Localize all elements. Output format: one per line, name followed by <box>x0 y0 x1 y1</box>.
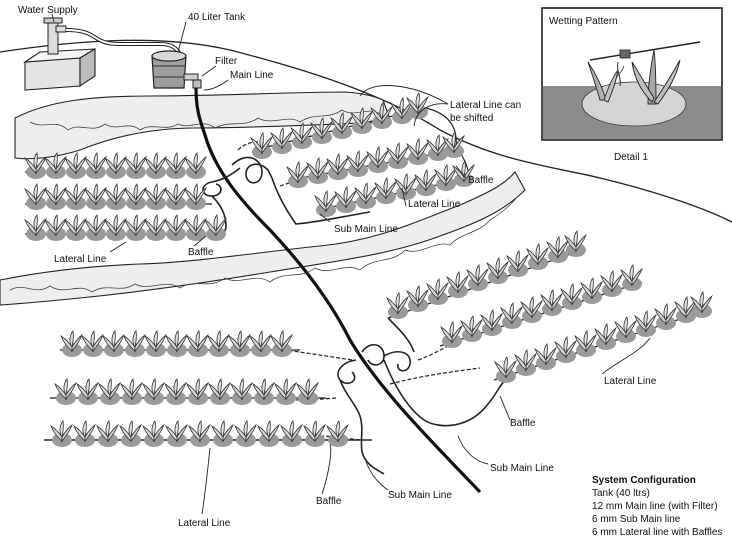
label-main-line: Main Line <box>230 70 274 81</box>
label-sub-main-lower-left: Sub Main Line <box>388 490 452 501</box>
label-lateral-shift-2: be shifted <box>450 113 493 124</box>
label-lateral-lower-right: Lateral Line <box>604 376 657 387</box>
terrace-middle-ridges <box>9 195 519 293</box>
label-baffle-upper-right: Baffle <box>468 175 494 186</box>
config-item: 12 mm Main line (with Filter) <box>592 501 718 512</box>
plant-row-upper-left-3 <box>24 214 227 242</box>
sub-main-lower-right <box>361 344 507 427</box>
plant-row-lower-left-1 <box>60 330 293 358</box>
label-lateral-lower-left: Lateral Line <box>178 518 231 529</box>
system-configuration: System Configuration Tank (40 ltrs) 12 m… <box>592 475 722 538</box>
label-baffle-upper-left: Baffle <box>188 247 214 258</box>
detail-inset: Wetting Pattern <box>541 7 723 141</box>
plant-row-upper-left-2 <box>24 183 207 211</box>
plant-row-lower-right-3 <box>494 291 713 384</box>
label-sub-main-upper: Sub Main Line <box>334 224 398 235</box>
label-lateral-upper-left: Lateral Line <box>54 254 107 265</box>
label-water-supply: Water Supply <box>18 5 78 16</box>
plant-row-lower-left-3 <box>50 420 349 448</box>
label-filter: Filter <box>215 56 238 67</box>
label-baffle-lower-right: Baffle <box>510 418 536 429</box>
label-baffle-lower-left: Baffle <box>316 496 342 507</box>
label-lateral-shift-1: Lateral Line can <box>450 100 521 111</box>
label-tank: 40 Liter Tank <box>188 12 246 23</box>
config-item: 6 mm Sub Main line <box>592 514 681 525</box>
water-supply-structure <box>22 17 96 91</box>
config-item: 6 mm Lateral line with Baffles <box>592 527 722 538</box>
detail-title: Wetting Pattern <box>549 16 618 27</box>
filter <box>183 73 202 89</box>
plant-row-lower-left-2 <box>54 378 319 406</box>
sub-main-lower-left <box>337 359 385 475</box>
config-item: Tank (40 ltrs) <box>592 488 650 499</box>
leader-lines <box>51 13 651 515</box>
detail-caption: Detail 1 <box>614 152 648 163</box>
label-sub-main-lower-right: Sub Main Line <box>490 463 554 474</box>
sub-main-upper <box>231 156 371 225</box>
tank <box>151 50 187 89</box>
config-title: System Configuration <box>592 475 696 486</box>
main-line-pipe <box>194 87 482 494</box>
terrace-upper-ridges <box>29 109 381 131</box>
terrace-middle <box>0 171 526 306</box>
label-lateral-upper-right: Lateral Line <box>408 199 461 210</box>
